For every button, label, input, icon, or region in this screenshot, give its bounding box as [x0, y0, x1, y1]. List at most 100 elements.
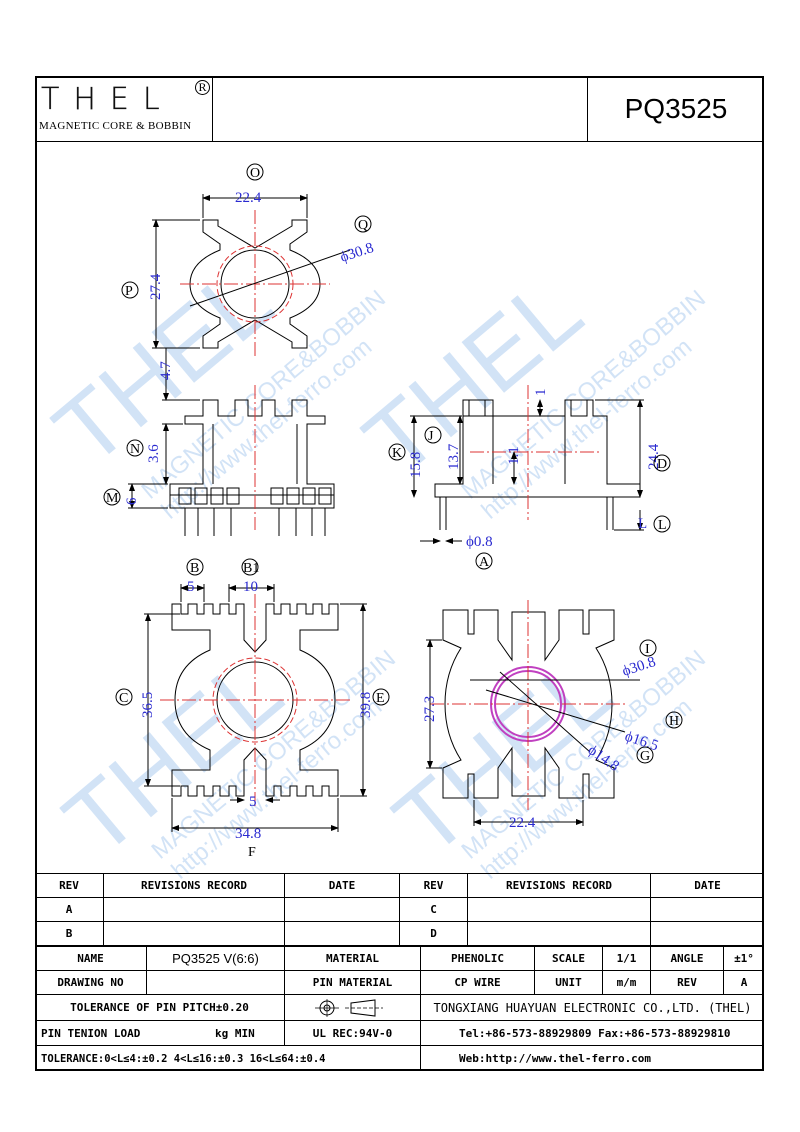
label-n: N: [130, 442, 140, 457]
label-p: P: [125, 284, 133, 299]
dim-section-h: 27.3: [422, 696, 438, 722]
dim-top-width: 22.4: [235, 190, 262, 206]
title-block: REV REVISIONS RECORD DATE REV REVISIONS …: [35, 873, 764, 1071]
logo-subtitle: MAGNETIC CORE & BOBBIN: [39, 120, 192, 132]
label-e: E: [376, 691, 385, 706]
rev-a-record: [104, 898, 285, 922]
scale-label: SCALE: [535, 946, 603, 971]
label-i: I: [645, 642, 650, 657]
rev-value: A: [724, 971, 764, 995]
drawing-no-value: [147, 971, 285, 995]
angle-label: ANGLE: [651, 946, 724, 971]
label-q: Q: [358, 218, 368, 233]
rev-d-date: [651, 922, 764, 946]
section-view: [426, 600, 640, 826]
rev-c-record: [468, 898, 651, 922]
watermark: THEL THEL THEL THEL MAGNETIC CORE&BOBBIN…: [35, 246, 711, 884]
rev-header: REV: [35, 873, 104, 898]
revisions-record-header: REVISIONS RECORD: [104, 873, 285, 898]
rev-c-date: [651, 898, 764, 922]
label-m: M: [106, 491, 119, 506]
label-a: A: [479, 555, 490, 570]
projection-symbol-icon: [314, 998, 383, 1017]
logo-box: THEL R MAGNETIC CORE & BOBBIN: [35, 76, 213, 142]
label-b: B: [190, 561, 199, 576]
thel-logo: THEL: [41, 82, 174, 117]
label-b1: B1: [243, 561, 259, 576]
side-view: [410, 385, 644, 544]
angle-value: ±1°: [724, 946, 764, 971]
projection-symbol: [285, 995, 421, 1021]
dim-side-l: L: [638, 516, 647, 532]
top-view: [152, 194, 351, 358]
label-o: O: [250, 166, 260, 181]
drawing-frame: [35, 76, 764, 1071]
dim-section-w: 22.4: [509, 815, 536, 831]
dim-bottom-c: 36.5: [140, 692, 156, 718]
rev-c: C: [400, 898, 468, 922]
dim-front-m: 6: [124, 497, 140, 505]
material-label: MATERIAL: [285, 946, 421, 971]
dim-bottom-f: 34.8: [235, 826, 261, 842]
label-j: J: [428, 429, 434, 444]
rev-d-record: [468, 922, 651, 946]
rev-b-record: [104, 922, 285, 946]
pin-tension-label: PIN TENION LOAD: [41, 1026, 141, 1040]
date-header-2: DATE: [651, 873, 764, 898]
name-value: PQ3525 V(6:6): [147, 946, 285, 971]
date-header: DATE: [285, 873, 400, 898]
label-l: L: [658, 518, 667, 533]
ul-rec: UL REC:94V-0: [285, 1021, 421, 1046]
dim-front-n: 3.6: [146, 444, 162, 463]
rev-header-2: REV: [400, 873, 468, 898]
dim-bottom-e: 39.8: [358, 692, 374, 718]
dim-side-c: 1.1: [506, 446, 522, 465]
drawing-no-label: DRAWING NO: [35, 971, 147, 995]
rev-label: REV: [651, 971, 724, 995]
material-value: PHENOLIC: [421, 946, 535, 971]
pin-tension-row: PIN TENION LOAD kg MIN: [35, 1021, 285, 1046]
company-name: TONGXIANG HUAYUAN ELECTRONIC CO.,LTD. (T…: [421, 995, 764, 1021]
rev-b-date: [285, 922, 400, 946]
label-c: C: [119, 691, 128, 706]
dim-side-k: 15.8: [408, 452, 424, 478]
dim-side-j: 13.7: [446, 443, 462, 470]
web-address: Web:http://www.thel-ferro.com: [459, 1052, 652, 1065]
pin-material-value: CP WIRE: [421, 971, 535, 995]
label-d: D: [657, 457, 667, 472]
dim-front-gap: 4.7: [158, 361, 174, 380]
label-k: K: [392, 446, 402, 461]
rev-b: B: [35, 922, 104, 946]
dim-top-height: 27.4: [148, 273, 164, 300]
dim-side-d: 24.4: [646, 443, 662, 470]
header-divider: [35, 141, 764, 142]
name-label: NAME: [35, 946, 147, 971]
label-f: F: [248, 845, 256, 860]
bottom-view: [144, 584, 367, 832]
pin-material-label: PIN MATERIAL: [285, 971, 421, 995]
dim-side-one: 1: [533, 389, 549, 397]
rev-a-date: [285, 898, 400, 922]
rev-a: A: [35, 898, 104, 922]
dim-top-dia: ϕ30.8: [338, 240, 375, 266]
dim-section-i: ϕ30.8: [620, 654, 657, 680]
scale-value: 1/1: [603, 946, 651, 971]
registered-mark: R: [195, 80, 210, 95]
label-h: H: [669, 714, 679, 729]
dim-bottom-b: 5: [187, 579, 195, 595]
dim-bottom-b1: 10: [243, 579, 258, 595]
unit-value: m/m: [603, 971, 651, 995]
unit-label: UNIT: [535, 971, 603, 995]
label-g: G: [640, 749, 650, 764]
kg-min-label: kg MIN: [215, 1026, 255, 1040]
front-view: [128, 348, 335, 536]
dim-side-a: ϕ0.8: [466, 534, 493, 550]
dim-bottom-five: 5: [249, 794, 257, 810]
tel-fax: Tel:+86-573-88929809 Fax:+86-573-8892981…: [421, 1021, 764, 1046]
rev-d: D: [400, 922, 468, 946]
revisions-record-header-2: REVISIONS RECORD: [468, 873, 651, 898]
tolerance-general: TOLERANCE:0<L≤4:±0.2 4<L≤16:±0.3 16<L≤64…: [35, 1046, 421, 1071]
tolerance-pitch: TOLERANCE OF PIN PITCH±0.20: [35, 995, 285, 1021]
